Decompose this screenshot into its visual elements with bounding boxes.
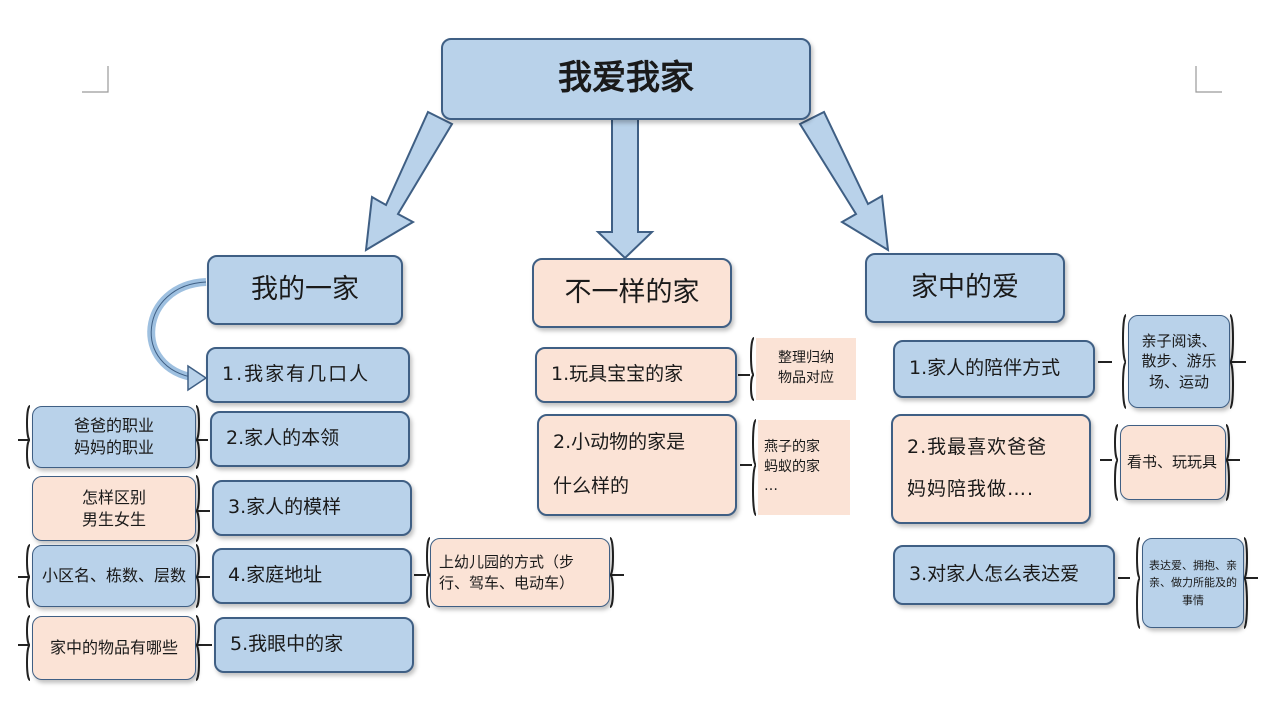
arrow-to-branch-3	[798, 110, 890, 252]
note-household-items: 家中的物品有哪些	[32, 616, 196, 680]
item-favorite-activity: 2.我最喜欢爸爸 妈妈陪我做….	[891, 414, 1091, 524]
page-corner-marks	[82, 66, 1222, 93]
branch-title: 家中的爱	[911, 271, 1019, 303]
branch-header-love-at-home: 家中的爱	[865, 253, 1065, 323]
arrow-to-branch-1	[364, 110, 454, 252]
note-boys-girls: 怎样区别 男生女生	[32, 476, 196, 541]
item-toy-home: 1.玩具宝宝的家	[535, 347, 737, 403]
branch-header-my-family: 我的一家	[207, 255, 403, 325]
note-companion-activities: 亲子阅读、散步、游乐场、运动	[1128, 315, 1230, 408]
note-animal-homes: 燕子的家 蚂蚁的家 …	[758, 420, 850, 515]
curved-arrow	[147, 278, 207, 382]
note-ways-of-love: 表达爱、拥抱、亲亲、做力所能及的事情	[1142, 538, 1244, 628]
note-parents-jobs: 爸爸的职业 妈妈的职业	[32, 406, 196, 468]
item-express-love: 3.对家人怎么表达爱	[893, 545, 1115, 605]
item-family-members: 1.我家有几口人	[206, 347, 410, 403]
branch-title: 不一样的家	[564, 276, 700, 308]
root-title: 我爱我家	[558, 58, 694, 99]
item-animal-home: 2.小动物的家是 什么样的	[537, 414, 737, 516]
note-reading-playing: 看书、玩玩具	[1120, 425, 1226, 500]
item-family-looks: 3.家人的模样	[212, 480, 412, 536]
item-family-skills: 2.家人的本领	[210, 411, 410, 467]
bracket-lines	[18, 314, 1258, 681]
arrow-to-branch-2	[595, 117, 655, 260]
item-companionship: 1.家人的陪伴方式	[893, 340, 1095, 398]
branch-header-different-homes: 不一样的家	[532, 258, 732, 328]
note-community-info: 小区名、栋数、层数	[32, 545, 196, 607]
root-node: 我爱我家	[441, 38, 811, 120]
item-home-address: 4.家庭地址	[212, 548, 412, 604]
note-way-to-kindergarten: 上幼儿园的方式（步行、驾车、电动车）	[430, 538, 610, 607]
note-organize-items: 整理归纳 物品对应	[756, 338, 856, 400]
branch-title: 我的一家	[251, 273, 359, 305]
item-home-in-my-eyes: 5.我眼中的家	[214, 617, 414, 673]
